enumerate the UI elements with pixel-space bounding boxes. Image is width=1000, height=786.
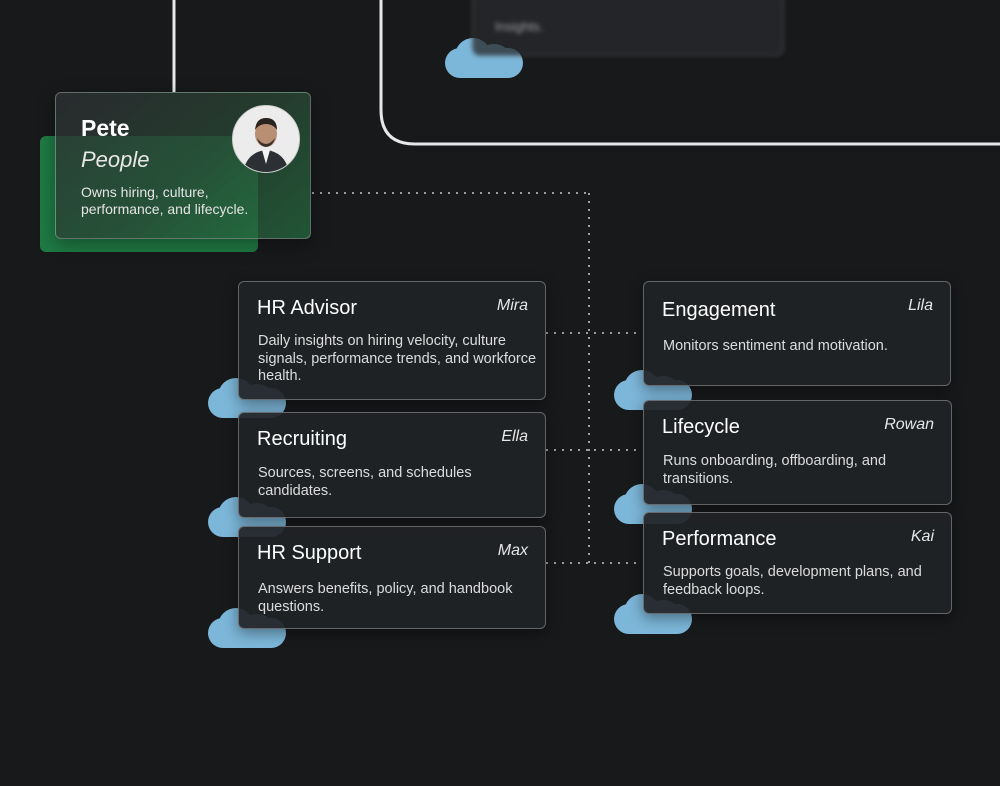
top-card: Insights. [472, 0, 784, 56]
agent-title: Performance [662, 528, 777, 550]
agent-card-recruiting[interactable]: Recruiting Ella Sources, screens, and sc… [238, 412, 546, 518]
agent-card-lifecycle[interactable]: Lifecycle Rowan Runs onboarding, offboar… [643, 400, 952, 505]
pete-name: Pete [81, 115, 130, 141]
agent-card-hr-support[interactable]: HR Support Max Answers benefits, policy,… [238, 526, 546, 629]
agent-title: Recruiting [257, 428, 348, 450]
agent-card-hr-advisor[interactable]: HR Advisor Mira Daily insights on hiring… [238, 281, 546, 400]
agent-description: Answers benefits, policy, and handbook q… [258, 581, 513, 615]
agent-name: Max [497, 542, 528, 559]
agent-name: Mira [496, 297, 528, 314]
agent-description: Supports goals, development plans, and f… [663, 564, 922, 598]
parent-bracket-line [379, 0, 1000, 146]
top-card-text: Insights. [495, 19, 544, 34]
agent-title: Engagement [662, 299, 776, 321]
agent-name: Rowan [884, 416, 934, 433]
pete-avatar [232, 105, 300, 173]
agent-title: HR Support [257, 542, 362, 564]
agent-description: Monitors sentiment and motivation. [663, 338, 888, 354]
agent-name: Ella [501, 428, 528, 445]
agent-description: Runs onboarding, offboarding, and transi… [663, 453, 887, 487]
pete-role: People [81, 147, 150, 172]
agent-card-engagement[interactable]: Engagement Lila Monitors sentiment and m… [643, 281, 951, 386]
person-avatar-icon [233, 106, 299, 172]
pete-description: Owns hiring, culture, performance, and l… [81, 184, 249, 217]
dotted-connectors [312, 192, 642, 564]
pete-card[interactable]: Pete People Owns hiring, culture, perfor… [55, 92, 311, 239]
agent-name: Kai [910, 528, 934, 545]
agent-title: HR Advisor [257, 297, 358, 319]
agent-title: Lifecycle [662, 416, 740, 438]
agent-name: Lila [908, 297, 933, 314]
agent-description: Daily insights on hiring velocity, cultu… [258, 333, 537, 384]
agent-description: Sources, screens, and schedules candidat… [258, 465, 472, 499]
agent-card-performance[interactable]: Performance Kai Supports goals, developm… [643, 512, 952, 614]
